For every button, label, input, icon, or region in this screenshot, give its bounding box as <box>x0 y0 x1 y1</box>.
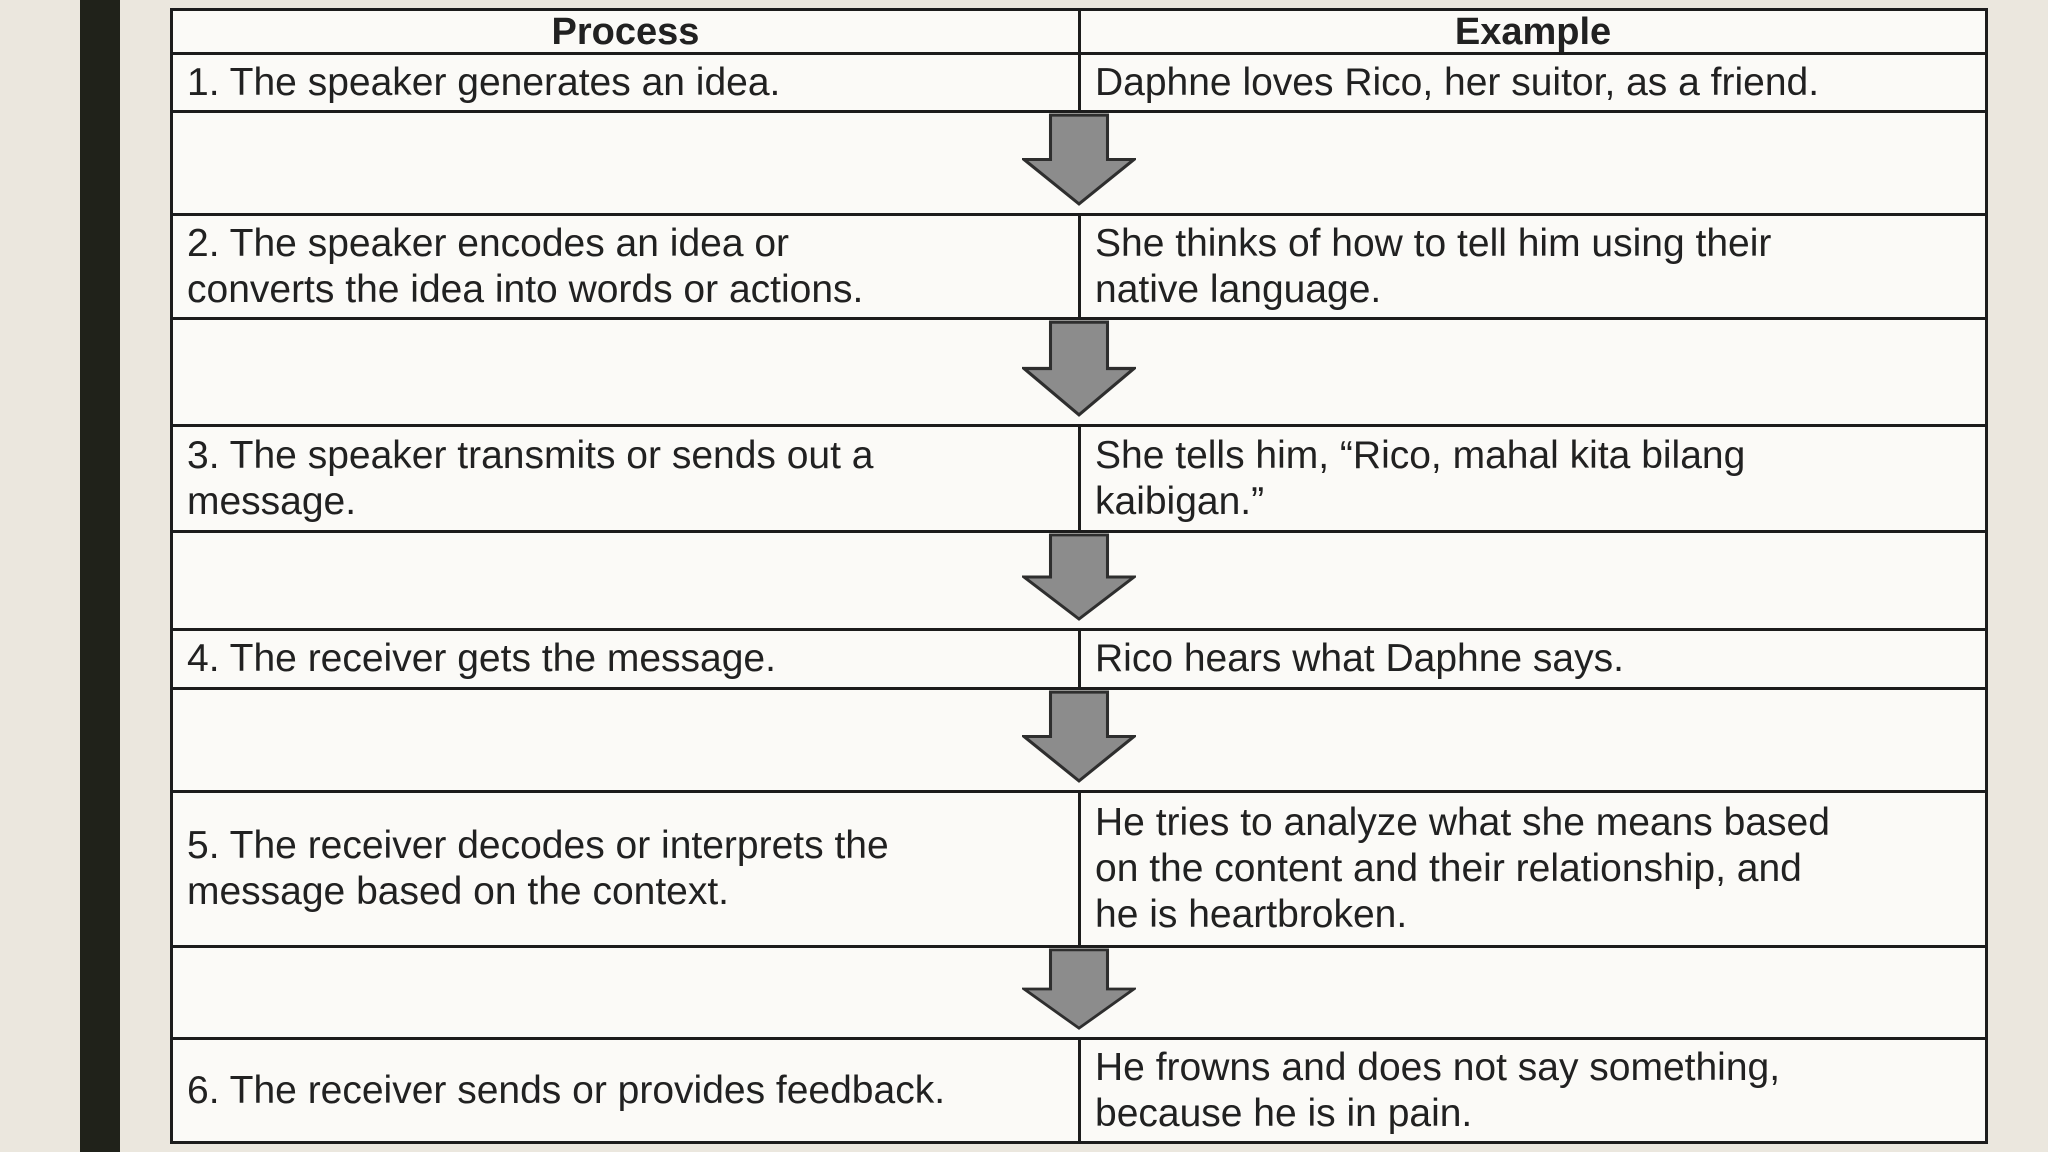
column-header-example: Example <box>1081 11 1985 52</box>
table-row: 5. The receiver decodes or interprets th… <box>173 793 1985 948</box>
column-header-process: Process <box>173 11 1081 52</box>
down-arrow-icon <box>1022 533 1136 621</box>
arrow-row <box>173 113 1985 216</box>
process-text-2: 2. The speaker encodes an idea or conver… <box>187 221 864 311</box>
example-cell-3: She tells him, “Rico, mahal kita bilang … <box>1081 427 1985 530</box>
example-text-2: She thinks of how to tell him using thei… <box>1095 221 1772 311</box>
arrow-row <box>173 690 1985 793</box>
process-text-1: 1. The speaker generates an idea. <box>187 60 781 104</box>
process-cell-3: 3. The speaker transmits or sends out a … <box>173 427 1081 530</box>
process-cell-5: 5. The receiver decodes or interprets th… <box>173 793 1081 945</box>
table-row: 6. The receiver sends or provides feedba… <box>173 1040 1985 1141</box>
process-text-5: 5. The receiver decodes or interprets th… <box>187 824 889 913</box>
example-text-1: Daphne loves Rico, her suitor, as a frie… <box>1095 60 1820 104</box>
example-cell-4: Rico hears what Daphne says. <box>1081 631 1985 687</box>
process-text-4: 4. The receiver gets the message. <box>187 637 776 680</box>
arrow-row <box>173 948 1985 1040</box>
page-binding-stripe <box>80 0 120 1152</box>
table-row: 2. The speaker encodes an idea or conver… <box>173 216 1985 320</box>
arrow-row <box>173 320 1985 427</box>
process-cell-6: 6. The receiver sends or provides feedba… <box>173 1040 1081 1141</box>
down-arrow-icon <box>1022 948 1136 1030</box>
example-cell-1: Daphne loves Rico, her suitor, as a frie… <box>1081 55 1985 110</box>
down-arrow-icon <box>1022 320 1136 417</box>
example-cell-2: She thinks of how to tell him using thei… <box>1081 216 1985 317</box>
example-text-6: He frowns and does not say something, be… <box>1095 1045 1781 1135</box>
process-text-6: 6. The receiver sends or provides feedba… <box>187 1068 946 1112</box>
arrow-row <box>173 533 1985 631</box>
process-cell-2: 2. The speaker encodes an idea or conver… <box>173 216 1081 317</box>
column-header-example-label: Example <box>1454 10 1612 53</box>
process-cell-4: 4. The receiver gets the message. <box>173 631 1081 687</box>
table-row: 4. The receiver gets the message. Rico h… <box>173 631 1985 690</box>
table-row: 3. The speaker transmits or sends out a … <box>173 427 1985 533</box>
example-text-5: He tries to analyze what she means based… <box>1095 801 1830 936</box>
example-text-3: She tells him, “Rico, mahal kita bilang … <box>1095 433 1746 523</box>
table-row: 1. The speaker generates an idea. Daphne… <box>173 55 1985 113</box>
example-cell-5: He tries to analyze what she means based… <box>1081 793 1985 945</box>
example-text-4: Rico hears what Daphne says. <box>1095 637 1624 680</box>
down-arrow-icon <box>1022 113 1136 206</box>
process-cell-1: 1. The speaker generates an idea. <box>173 55 1081 110</box>
table-header-row: Process Example <box>173 11 1985 55</box>
column-header-process-label: Process <box>551 10 700 53</box>
down-arrow-icon <box>1022 690 1136 783</box>
example-cell-6: He frowns and does not say something, be… <box>1081 1040 1985 1141</box>
communication-process-table: Process Example 1. The speaker generates… <box>170 8 1988 1144</box>
process-text-3: 3. The speaker transmits or sends out a … <box>187 433 874 523</box>
